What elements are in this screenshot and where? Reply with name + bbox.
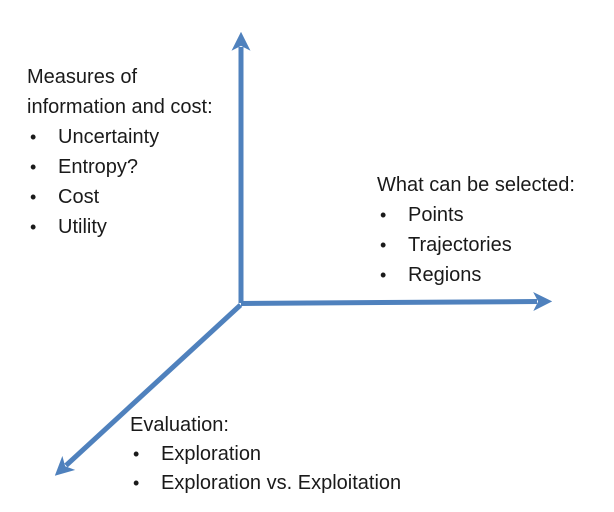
bullet-text: Cost: [58, 186, 100, 208]
bullet-item: • Utility: [27, 212, 239, 242]
bullet-item: • Exploration: [130, 440, 460, 469]
bullet-icon: •: [133, 444, 140, 464]
bullet-text: Exploration vs. Exploitation: [161, 472, 402, 494]
bullet-item: • Trajectories: [377, 230, 597, 260]
bullet-item: • Exploration vs. Exploitation: [130, 469, 460, 498]
bullet-item: • Regions: [377, 260, 597, 290]
selected-block: What can be selected: • Points • Traject…: [377, 170, 597, 290]
bullet-icon: •: [380, 205, 387, 225]
bullet-icon: •: [30, 187, 37, 207]
bullet-icon: •: [133, 473, 140, 493]
bullet-icon: •: [380, 265, 387, 285]
bullet-icon: •: [30, 217, 37, 237]
measures-title: Measures of information and cost:: [27, 66, 213, 118]
bullet-text: Exploration: [161, 443, 262, 465]
bullet-text: Trajectories: [408, 234, 512, 256]
evaluation-title: Evaluation:: [130, 414, 229, 436]
bullet-icon: •: [30, 157, 37, 177]
bullet-item: • Points: [377, 200, 597, 230]
bullet-text: Regions: [408, 264, 482, 286]
selected-title: What can be selected:: [377, 174, 575, 196]
horizontal-axis: [240, 292, 553, 312]
bullet-icon: •: [380, 235, 387, 255]
evaluation-block: Evaluation: • Exploration • Exploration …: [130, 411, 460, 498]
bullet-item: • Uncertainty: [27, 122, 239, 152]
measures-block: Measures of information and cost: • Unce…: [27, 62, 239, 242]
bullet-text: Entropy?: [58, 156, 139, 178]
diagonal-axis: [54, 303, 243, 476]
bullet-item: • Cost: [27, 182, 239, 212]
bullet-text: Uncertainty: [58, 126, 160, 148]
bullet-item: • Entropy?: [27, 152, 239, 182]
bullet-icon: •: [30, 127, 37, 147]
bullet-text: Points: [408, 204, 464, 226]
bullet-text: Utility: [58, 216, 107, 238]
